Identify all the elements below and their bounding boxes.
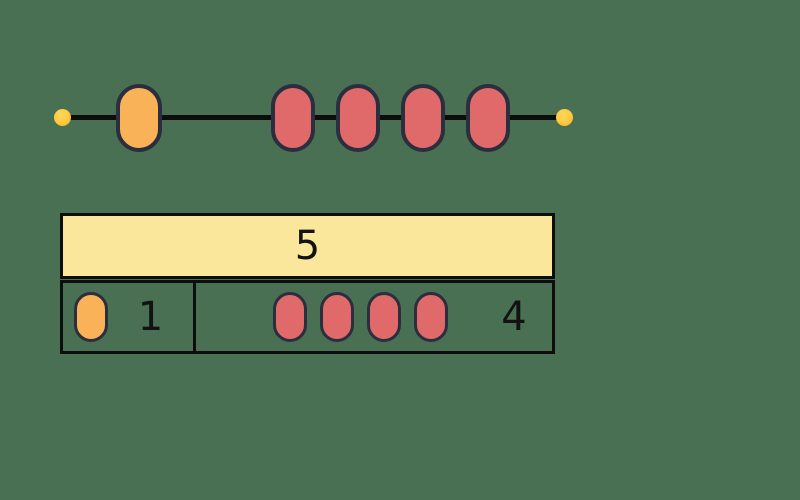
red-bead [401,84,445,152]
red-bead [414,292,448,342]
part-1-value-label: 1 [137,294,164,340]
bar-model-part-1: 1 [63,283,196,351]
bar-model-whole: 5 [60,213,555,279]
bar-model-part-2: 4 [196,283,552,351]
red-bead [367,292,401,342]
red-bead [466,84,510,152]
whole-value-label: 5 [294,223,321,269]
part-2-beads-group [273,292,448,342]
string-orange-beads-group [116,84,162,152]
part-1-beads-group [74,292,108,342]
red-bead [320,292,354,342]
bar-model-parts-row: 1 4 [60,280,555,354]
red-bead [271,84,315,152]
string-left-end-dot [54,109,71,126]
red-bead [336,84,380,152]
part-2-value-label: 4 [501,294,527,340]
orange-bead [74,292,108,342]
string-red-beads-group [271,84,510,152]
red-bead [273,292,307,342]
string-right-end-dot [556,109,573,126]
orange-bead [116,84,162,152]
